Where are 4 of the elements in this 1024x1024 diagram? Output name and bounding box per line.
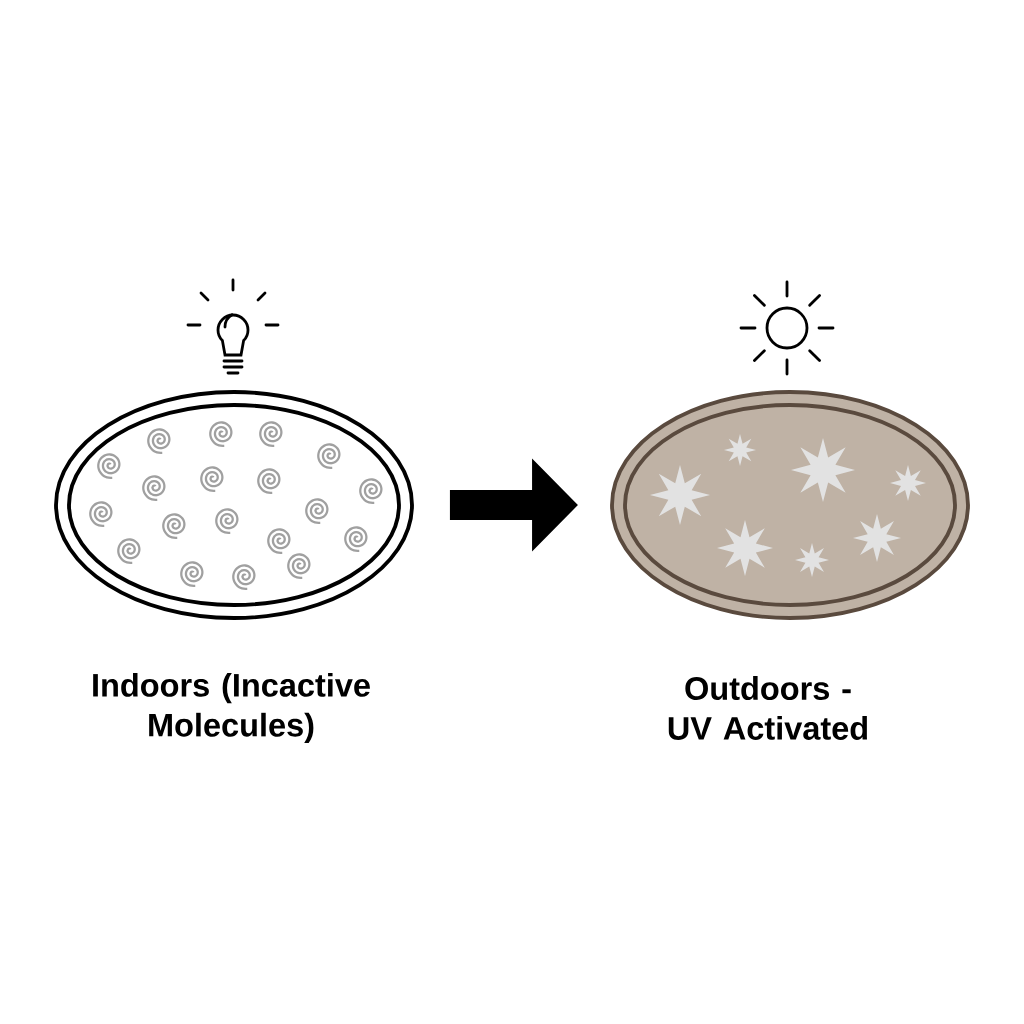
lens-oval [610,390,970,620]
node-label: Indoors (Incactive Molecules) [93,672,370,744]
node-label: Outdoors - UV Activated [668,676,867,740]
lens-oval [54,390,414,620]
